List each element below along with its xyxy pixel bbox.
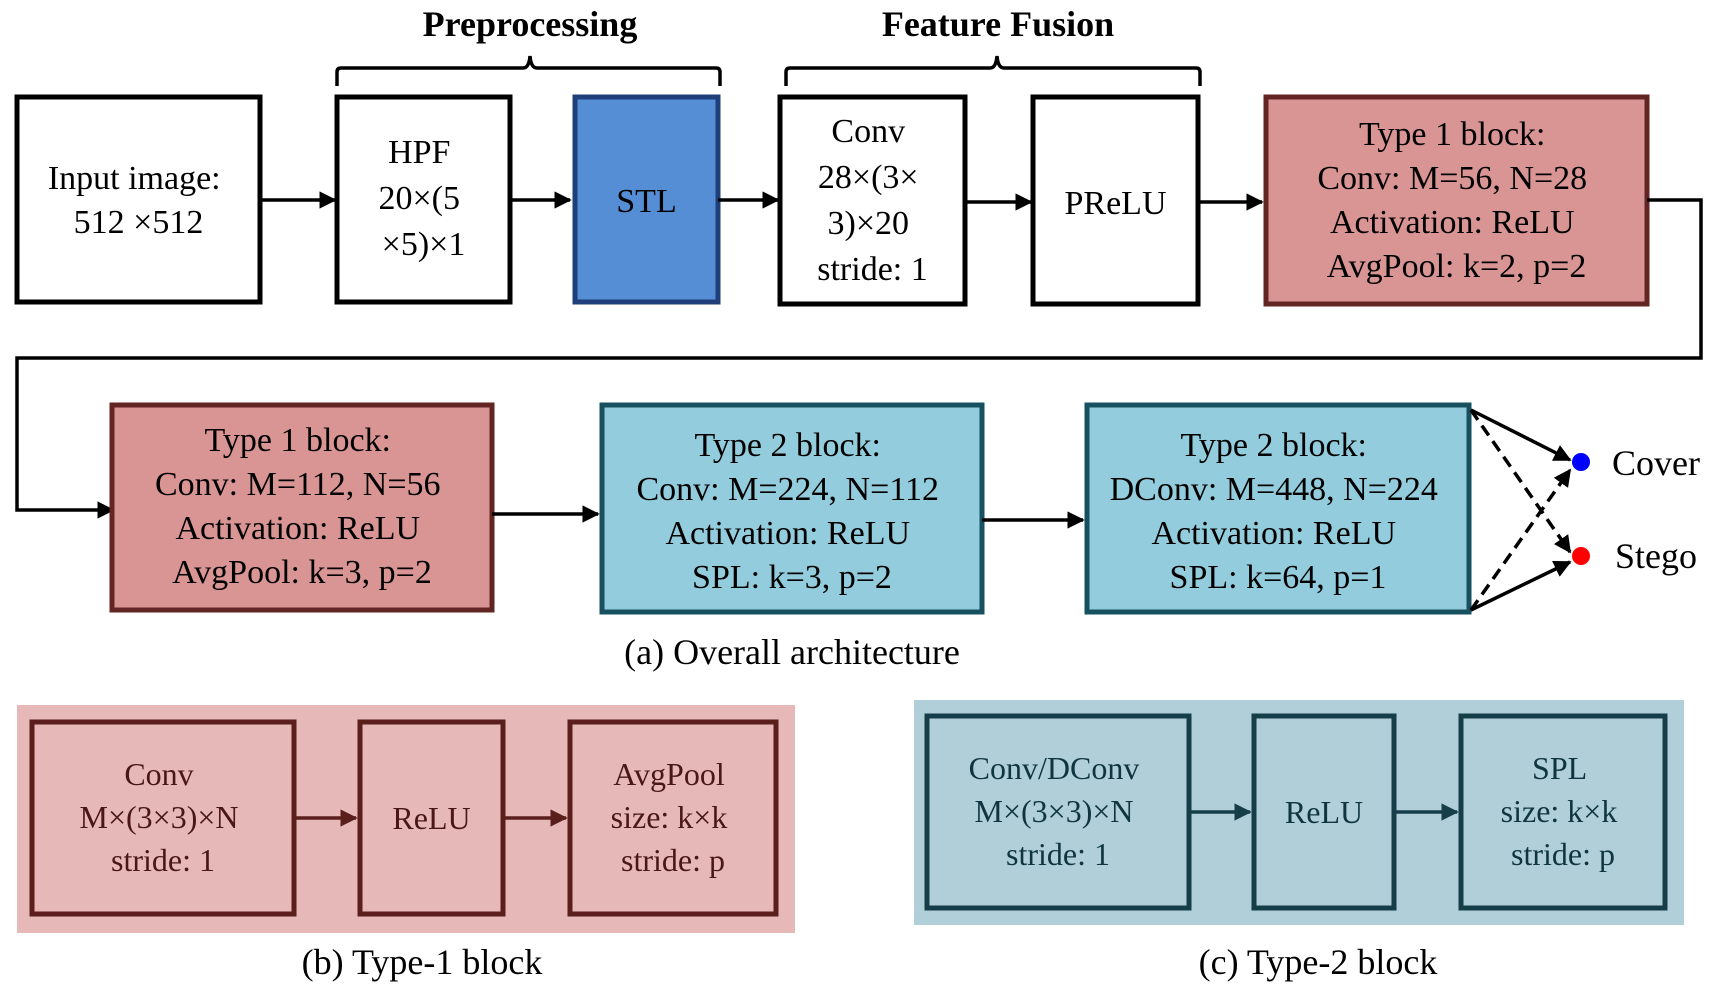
preprocessing-brace [335, 55, 722, 86]
type2b-line-2: DConv: M=448, N=224 [1110, 471, 1438, 508]
type1a-line-3: Activation: ReLU [1330, 204, 1575, 241]
stego-dot [1572, 547, 1590, 565]
svg-text:Type 2 block: Conv: M=22: Type 2 block: Conv: M=224, N=112 Activat… [637, 427, 948, 596]
svg-text:SPL size: k×k: SPL size: k×k stride: p [1501, 750, 1626, 872]
hpf-line-3: ×5)×1 [382, 226, 466, 263]
type2-block-2: Type 2 block: DConv: M=448, N=224 Activa… [1084, 402, 1472, 615]
t2-conv-line-1: Conv/DConv [969, 750, 1140, 786]
svg-text:Conv 28×(3× 3)×20: Conv 28×(3× 3)×20 stride: 1 [817, 113, 927, 288]
type2a-line-1: Type 2 block: [695, 427, 881, 464]
type1b-line-2: Conv: M=112, N=56 [155, 466, 441, 503]
input-line-1: Input image: [48, 160, 221, 197]
hpf-line-1: HPF [388, 134, 450, 171]
prelu-label: PReLU [1065, 185, 1167, 222]
conv-box: Conv 28×(3× 3)×20 stride: 1 [777, 94, 968, 307]
conv-line-2: 28×(3× [818, 159, 919, 196]
t1-pool-line-2: size: k×k [611, 799, 728, 835]
conv-line-3: 3)×20 [828, 205, 910, 242]
arrow-out-stego-dashed [1469, 408, 1572, 554]
type2-pool-box: SPL size: k×k stride: p [1458, 713, 1668, 911]
cover-dot [1572, 453, 1590, 471]
hpf-box: HPF 20×(5 ×5)×1 [334, 94, 513, 305]
type2-detail-panel: Conv/DConv M×(3×3)×N stride: 1 ReLU SPL … [914, 700, 1684, 925]
svg-text:STL: STL [616, 183, 676, 220]
feature-fusion-brace [784, 55, 1202, 86]
arrow-wraparound [15, 198, 1703, 519]
t2-pool-line-3: stride: p [1511, 836, 1615, 872]
t2-conv-line-3: stride: 1 [1006, 836, 1110, 872]
t2-pool-line-2: size: k×k [1501, 793, 1618, 829]
caption-a: (a) Overall architecture [624, 632, 960, 672]
t1-conv-line-3: stride: 1 [111, 842, 215, 878]
type1-detail-panel: Conv M×(3×3)×N stride: 1 ReLU AvgPool si… [17, 705, 795, 933]
type1a-line-1: Type 1 block: [1359, 116, 1545, 153]
t2-conv-line-2: M×(3×3)×N [974, 793, 1133, 829]
svg-text:HPF 20×(5 ×5)×1: HPF 20×(5 ×5)×1 [379, 134, 469, 263]
type2b-line-4: SPL: k=64, p=1 [1170, 559, 1387, 596]
type2-relu-box: ReLU [1251, 713, 1397, 911]
svg-text:Conv/DConv M×(3×3)×N: Conv/DConv M×(3×3)×N stride: 1 [969, 750, 1148, 872]
svg-text:Type 1 block: Conv: M=11: Type 1 block: Conv: M=112, N=56 Activati… [155, 422, 449, 591]
type1-pool-box: AvgPool size: k×k stride: p [567, 719, 779, 917]
svg-text:Type 2 block: DConv: M=4: Type 2 block: DConv: M=448, N=224 Activa… [1110, 427, 1447, 596]
conv-line-4: stride: 1 [817, 251, 927, 288]
type2a-line-3: Activation: ReLU [665, 515, 910, 552]
preprocessing-heading: Preprocessing [423, 4, 638, 44]
type2a-line-2: Conv: M=224, N=112 [637, 471, 940, 508]
prelu-box: PReLU [1030, 94, 1201, 307]
cover-label: Cover [1612, 443, 1700, 483]
svg-text:Type 1 block: Conv: M=56: Type 1 block: Conv: M=56, N=28 Activatio… [1317, 116, 1595, 285]
type2-block-1: Type 2 block: Conv: M=224, N=112 Activat… [599, 402, 985, 615]
hpf-line-2: 20×(5 [379, 180, 461, 217]
svg-text:ReLU: ReLU [392, 800, 470, 836]
svg-text:Input image: 512 ×512: Input image: 512 ×512 [48, 160, 229, 241]
type1b-line-3: Activation: ReLU [175, 510, 420, 547]
type1-block-2: Type 1 block: Conv: M=112, N=56 Activati… [109, 402, 495, 613]
svg-text:AvgPool size: k×k: AvgPool size: k×k stride: p [611, 756, 736, 878]
caption-c: (c) Type-2 block [1199, 942, 1438, 982]
type1-conv-box: Conv M×(3×3)×N stride: 1 [29, 719, 297, 917]
svg-text:PReLU: PReLU [1065, 185, 1167, 222]
t1-pool-line-3: stride: p [621, 842, 725, 878]
type1b-line-1: Type 1 block: [205, 422, 391, 459]
stego-label: Stego [1615, 536, 1697, 576]
t1-relu-label: ReLU [392, 800, 470, 836]
type1-block-1: Type 1 block: Conv: M=56, N=28 Activatio… [1263, 94, 1650, 307]
type2-conv-box: Conv/DConv M×(3×3)×N stride: 1 [924, 713, 1192, 911]
input-line-2: 512 ×512 [74, 204, 204, 241]
t2-pool-line-1: SPL [1532, 750, 1586, 786]
t2-relu-label: ReLU [1285, 794, 1363, 830]
arrow-out-cover-dashed [1469, 468, 1572, 612]
conv-line-1: Conv [831, 113, 905, 150]
input-image-box: Input image: 512 ×512 [14, 94, 263, 305]
stl-box: STL [572, 94, 721, 305]
t1-pool-line-1: AvgPool [613, 756, 725, 792]
type2b-line-3: Activation: ReLU [1151, 515, 1396, 552]
svg-text:ReLU: ReLU [1285, 794, 1363, 830]
type1a-line-4: AvgPool: k=2, p=2 [1327, 248, 1587, 285]
type2a-line-4: SPL: k=3, p=2 [692, 559, 892, 596]
caption-b: (b) Type-1 block [302, 942, 543, 982]
type1-relu-box: ReLU [357, 719, 506, 917]
t1-conv-line-2: M×(3×3)×N [79, 799, 238, 835]
type1b-line-4: AvgPool: k=3, p=2 [172, 554, 432, 591]
svg-text:Conv M×(3×3)×N: Conv M×(3×3)×N stride: 1 [79, 756, 246, 878]
arrow-out-cover-solid [1470, 408, 1572, 462]
type1a-line-2: Conv: M=56, N=28 [1317, 160, 1587, 197]
type2b-line-1: Type 2 block: [1181, 427, 1367, 464]
feature-fusion-heading: Feature Fusion [882, 4, 1114, 44]
stl-label: STL [616, 183, 676, 220]
arrow-out-stego-solid [1470, 560, 1572, 612]
t1-conv-line-1: Conv [124, 756, 193, 792]
